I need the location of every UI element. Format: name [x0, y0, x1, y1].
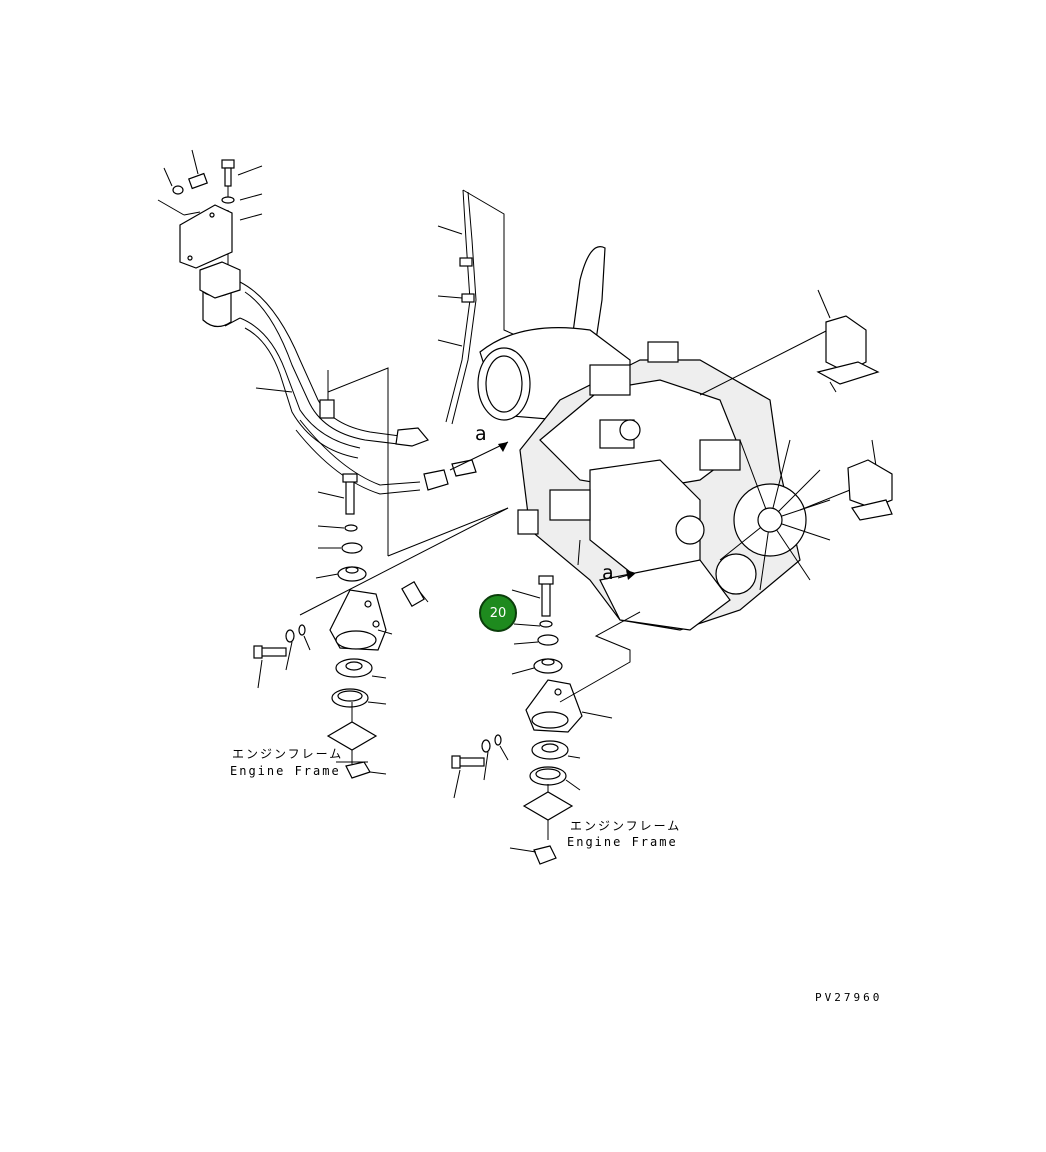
ref-letter-a-upper: a — [475, 423, 487, 445]
right-engine-mount-stack — [451, 575, 641, 865]
rear-engine-mount — [816, 315, 880, 393]
engine-frame-label-left-jp: エンジンフレーム — [232, 747, 344, 761]
drawing-id: PV27960 — [815, 991, 883, 1004]
ref-letter-a-lower: a — [602, 562, 614, 584]
dipstick — [437, 189, 523, 425]
cooling-fan — [715, 439, 831, 595]
filter-bracket-assembly — [157, 149, 477, 556]
left-engine-mount-stack — [253, 473, 429, 779]
part-callout-20[interactable]: 20 — [479, 594, 517, 632]
engine-frame-label-right-en: Engine Frame — [567, 835, 678, 849]
engine-frame-label-left-en: Engine Frame — [230, 764, 341, 778]
engine-assembly — [477, 246, 877, 631]
front-engine-mount — [847, 459, 893, 521]
engine-frame-label-right-jp: エンジンフレーム — [570, 819, 682, 833]
